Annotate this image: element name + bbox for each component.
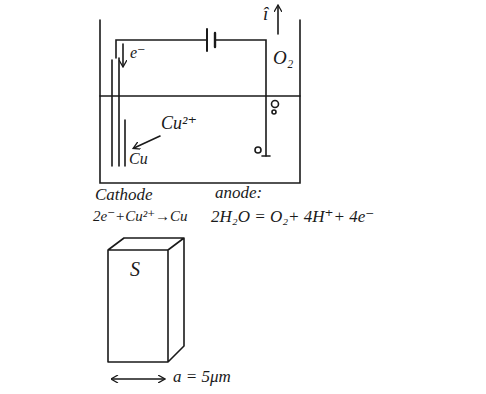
- ion-arrow: [134, 136, 160, 148]
- slab-label: S: [130, 258, 140, 280]
- slab-edge: [108, 238, 184, 362]
- electron-arrow: [122, 44, 124, 66]
- reaction-equation: 2e⁻+Cu²⁺→Cu: [92, 208, 189, 225]
- current-arrow: [277, 6, 279, 34]
- dimension-label: a = 5μm: [172, 368, 232, 387]
- battery-plate: [206, 29, 208, 51]
- dimension-arrow: [112, 378, 164, 380]
- ion-label: Cu²⁺: [160, 114, 198, 134]
- electrode-name: Cathode: [94, 186, 154, 205]
- sample-slab: S: [106, 236, 186, 366]
- reaction-equation: 2H₂O = O₂+ 4H⁺+ 4e⁻: [210, 208, 375, 227]
- gas-bubble: [272, 101, 279, 108]
- gas-label: O₂: [272, 48, 294, 69]
- anode-tip: [262, 155, 270, 157]
- cathode-electrode: [112, 58, 125, 166]
- electrode-name: anode:: [214, 184, 263, 203]
- current-label: î: [262, 4, 269, 25]
- gas-bubble: [272, 110, 276, 114]
- liquid-level: [100, 95, 300, 97]
- electron-label: e⁻: [129, 44, 147, 62]
- slab-outline: [106, 236, 186, 366]
- beaker: [100, 20, 300, 183]
- gas-bubble: [255, 147, 261, 153]
- metal-label: Cu: [128, 150, 149, 168]
- wire-anode: [215, 40, 266, 156]
